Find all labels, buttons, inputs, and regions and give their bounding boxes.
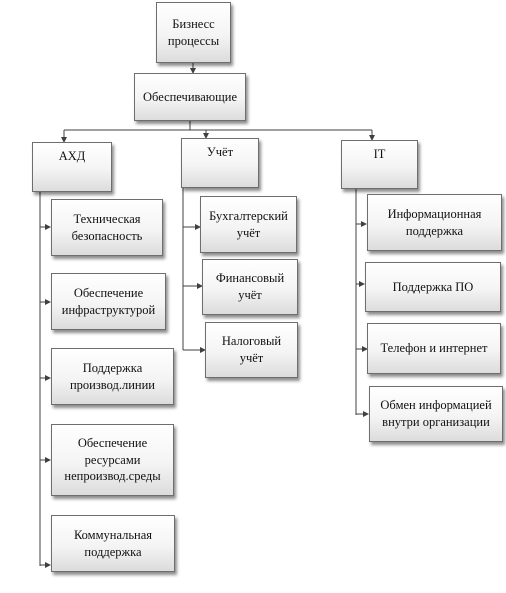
accounting-child-tax: Налоговый учёт xyxy=(205,322,298,378)
it-child-2-line-1: Поддержка ПО xyxy=(392,279,474,294)
axd-child-4-line-2: ресурсами xyxy=(84,452,141,467)
supporting-processes-label: Обеспечивающие xyxy=(142,89,238,104)
axd-child-2-line-2: инфраструктурой xyxy=(61,302,156,317)
axd-child-3-line-1: Поддержка xyxy=(82,360,143,375)
accounting-child-1-line-1: Бухгалтерский xyxy=(209,208,288,223)
axd-child-1-line-2: безопасность xyxy=(71,228,143,243)
category-it-node: IT xyxy=(341,140,418,189)
it-child-4-line-2: внутри организации xyxy=(382,415,490,429)
connector-level1-to-categories xyxy=(64,121,372,131)
root-node: Бизнесс процессы xyxy=(156,2,231,63)
accounting-child-bookkeeping: Бухгалтерский учёт xyxy=(200,196,297,253)
it-child-1-line-2: поддержка xyxy=(405,223,464,238)
it-child-phone-internet: Телефон и интернет xyxy=(367,323,501,374)
axd-child-5-line-1: Коммунальная xyxy=(73,527,153,542)
category-accounting-node: Учёт xyxy=(181,138,259,188)
axd-child-3-line-2: производ.линии xyxy=(69,377,155,392)
root-label-line-1: Бизнесс xyxy=(172,16,215,31)
axd-child-4-line-1: Обеспечение xyxy=(77,435,148,450)
axd-child-5-line-2: поддержка xyxy=(84,544,142,559)
accounting-child-financial: Финансовый учёт xyxy=(202,259,298,315)
axd-child-technical-security: Техническая безопасность xyxy=(51,199,163,256)
accounting-child-3-line-2: учёт xyxy=(239,351,264,365)
axd-child-infrastructure: Обеспечение инфраструктурой xyxy=(51,273,166,330)
root-label-line-2: процессы xyxy=(167,33,220,48)
category-axd-label: АХД xyxy=(58,149,86,163)
it-child-internal-data-exchange: Обмен информацией внутри организации xyxy=(369,386,503,442)
it-child-1-line-1: Информационная xyxy=(387,206,482,221)
category-it-label: IT xyxy=(373,147,386,161)
axd-child-4-line-3: непроизвод.среды xyxy=(64,469,161,484)
axd-child-production-line: Поддержка производ.линии xyxy=(51,348,174,405)
axd-child-non-production-resources: Обеспечение ресурсами непроизвод.среды xyxy=(51,424,174,496)
it-child-software-support: Поддержка ПО xyxy=(365,262,501,312)
category-axd-node: АХД xyxy=(32,142,112,192)
axd-child-1-line-1: Техническая xyxy=(73,211,141,226)
axd-child-2-line-1: Обеспечение xyxy=(73,285,144,300)
it-child-4-line-1: Обмен информацией xyxy=(380,398,492,413)
accounting-child-2-line-2: учёт xyxy=(238,288,262,302)
axd-child-communal-support: Коммунальная поддержка xyxy=(51,515,175,572)
accounting-child-1-line-2: учёт xyxy=(236,225,261,240)
supporting-processes-node: Обеспечивающие xyxy=(134,73,246,121)
it-child-information-support: Информационная поддержка xyxy=(367,194,502,251)
it-child-3-line-1: Телефон и интернет xyxy=(380,341,488,356)
accounting-child-3-line-1: Налоговый xyxy=(221,334,282,349)
accounting-child-2-line-1: Финансовый xyxy=(215,271,285,286)
category-accounting-label: Учёт xyxy=(206,145,234,159)
